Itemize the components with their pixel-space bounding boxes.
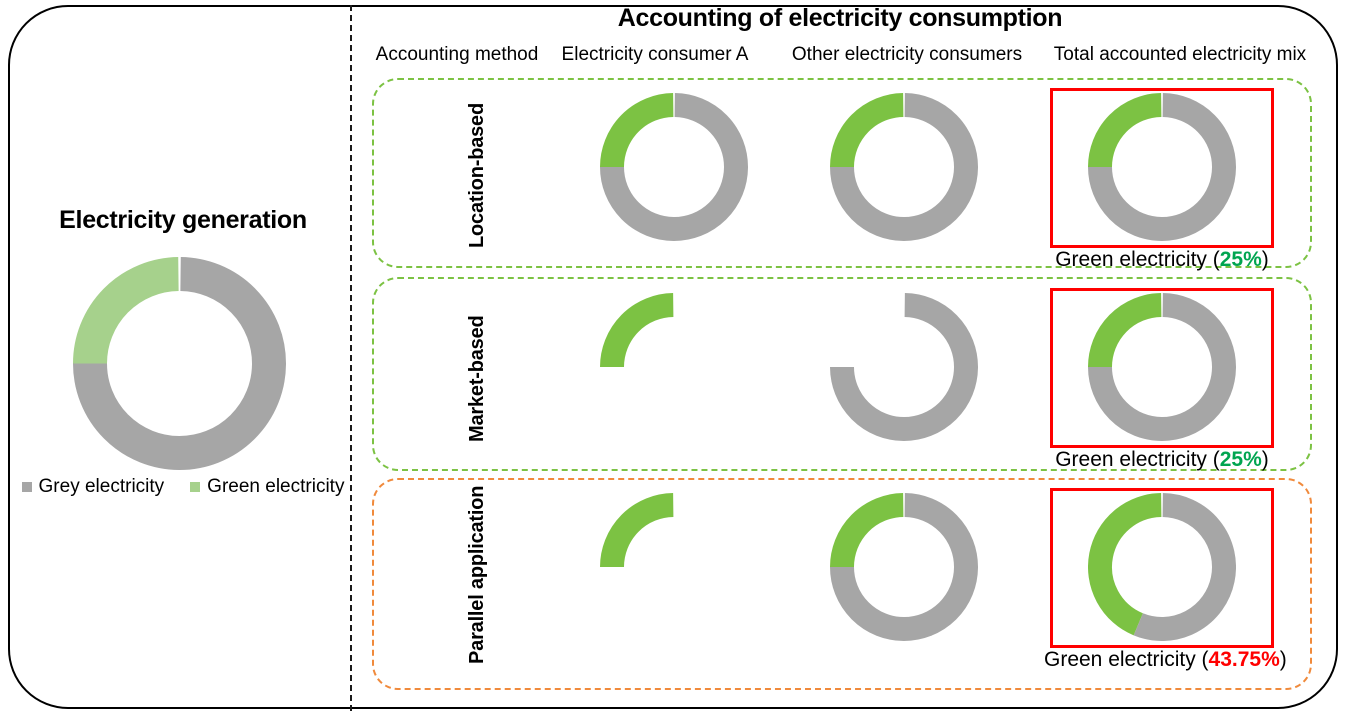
legend-item-green: Green electricity — [190, 476, 344, 498]
legend-item-grey: Grey electricity — [21, 476, 165, 498]
caption-value: 25% — [1219, 248, 1262, 271]
legend-label-green: Green electricity — [207, 476, 345, 497]
legend-swatch-green-icon — [190, 482, 201, 492]
row-label-parallel-application: Parallel application — [466, 485, 488, 664]
row-location-based — [372, 78, 1312, 268]
column-header-accounting-method: Accounting method — [375, 44, 539, 65]
row-label-location-based: Location-based — [466, 103, 488, 248]
electricity-generation-title: Electricity generation — [59, 206, 307, 234]
donut-market-consumer-a — [600, 293, 748, 441]
caption-suffix: ) — [1279, 648, 1287, 671]
row-market-based — [372, 277, 1312, 471]
caption-prefix: Green electricity ( — [1055, 248, 1220, 271]
column-header-other-consumers: Other electricity consumers — [791, 44, 1023, 65]
highlight-box-parallel-total — [1050, 488, 1274, 648]
column-headers: Accounting method Electricity consumer A… — [372, 44, 1312, 70]
legend: Grey electricity Green electricity — [18, 476, 348, 498]
donut-parallel-total — [1088, 493, 1236, 641]
legend-swatch-grey-icon — [21, 482, 32, 492]
highlight-box-location-total — [1050, 88, 1274, 248]
caption-market-total: Green electricity (25%) — [1050, 448, 1274, 472]
row-parallel-application — [372, 478, 1312, 690]
caption-value: 43.75% — [1208, 648, 1280, 671]
caption-location-total: Green electricity (25%) — [1050, 248, 1274, 272]
column-header-consumer-a: Electricity consumer A — [561, 44, 749, 65]
donut-parallel-other-consumers — [830, 493, 978, 641]
donut-parallel-consumer-a — [600, 493, 748, 641]
caption-prefix: Green electricity ( — [1044, 648, 1209, 671]
highlight-box-market-total — [1050, 288, 1274, 448]
column-header-total-mix: Total accounted electricity mix — [1053, 44, 1307, 65]
panel-divider — [350, 5, 352, 711]
caption-value: 25% — [1219, 448, 1262, 471]
caption-prefix: Green electricity ( — [1055, 448, 1220, 471]
donut-location-other-consumers — [830, 93, 978, 241]
legend-label-grey: Grey electricity — [38, 476, 165, 497]
caption-suffix: ) — [1261, 248, 1269, 271]
caption-parallel-total: Green electricity (43.75%) — [1044, 648, 1287, 672]
caption-suffix: ) — [1261, 448, 1269, 471]
donut-location-consumer-a — [600, 93, 748, 241]
donut-market-total — [1088, 293, 1236, 441]
accounting-title: Accounting of electricity consumption — [617, 4, 1063, 32]
row-label-market-based: Market-based — [466, 315, 488, 442]
donut-location-total — [1088, 93, 1236, 241]
donut-market-other-consumers — [830, 293, 978, 441]
electricity-generation-donut — [73, 257, 286, 470]
